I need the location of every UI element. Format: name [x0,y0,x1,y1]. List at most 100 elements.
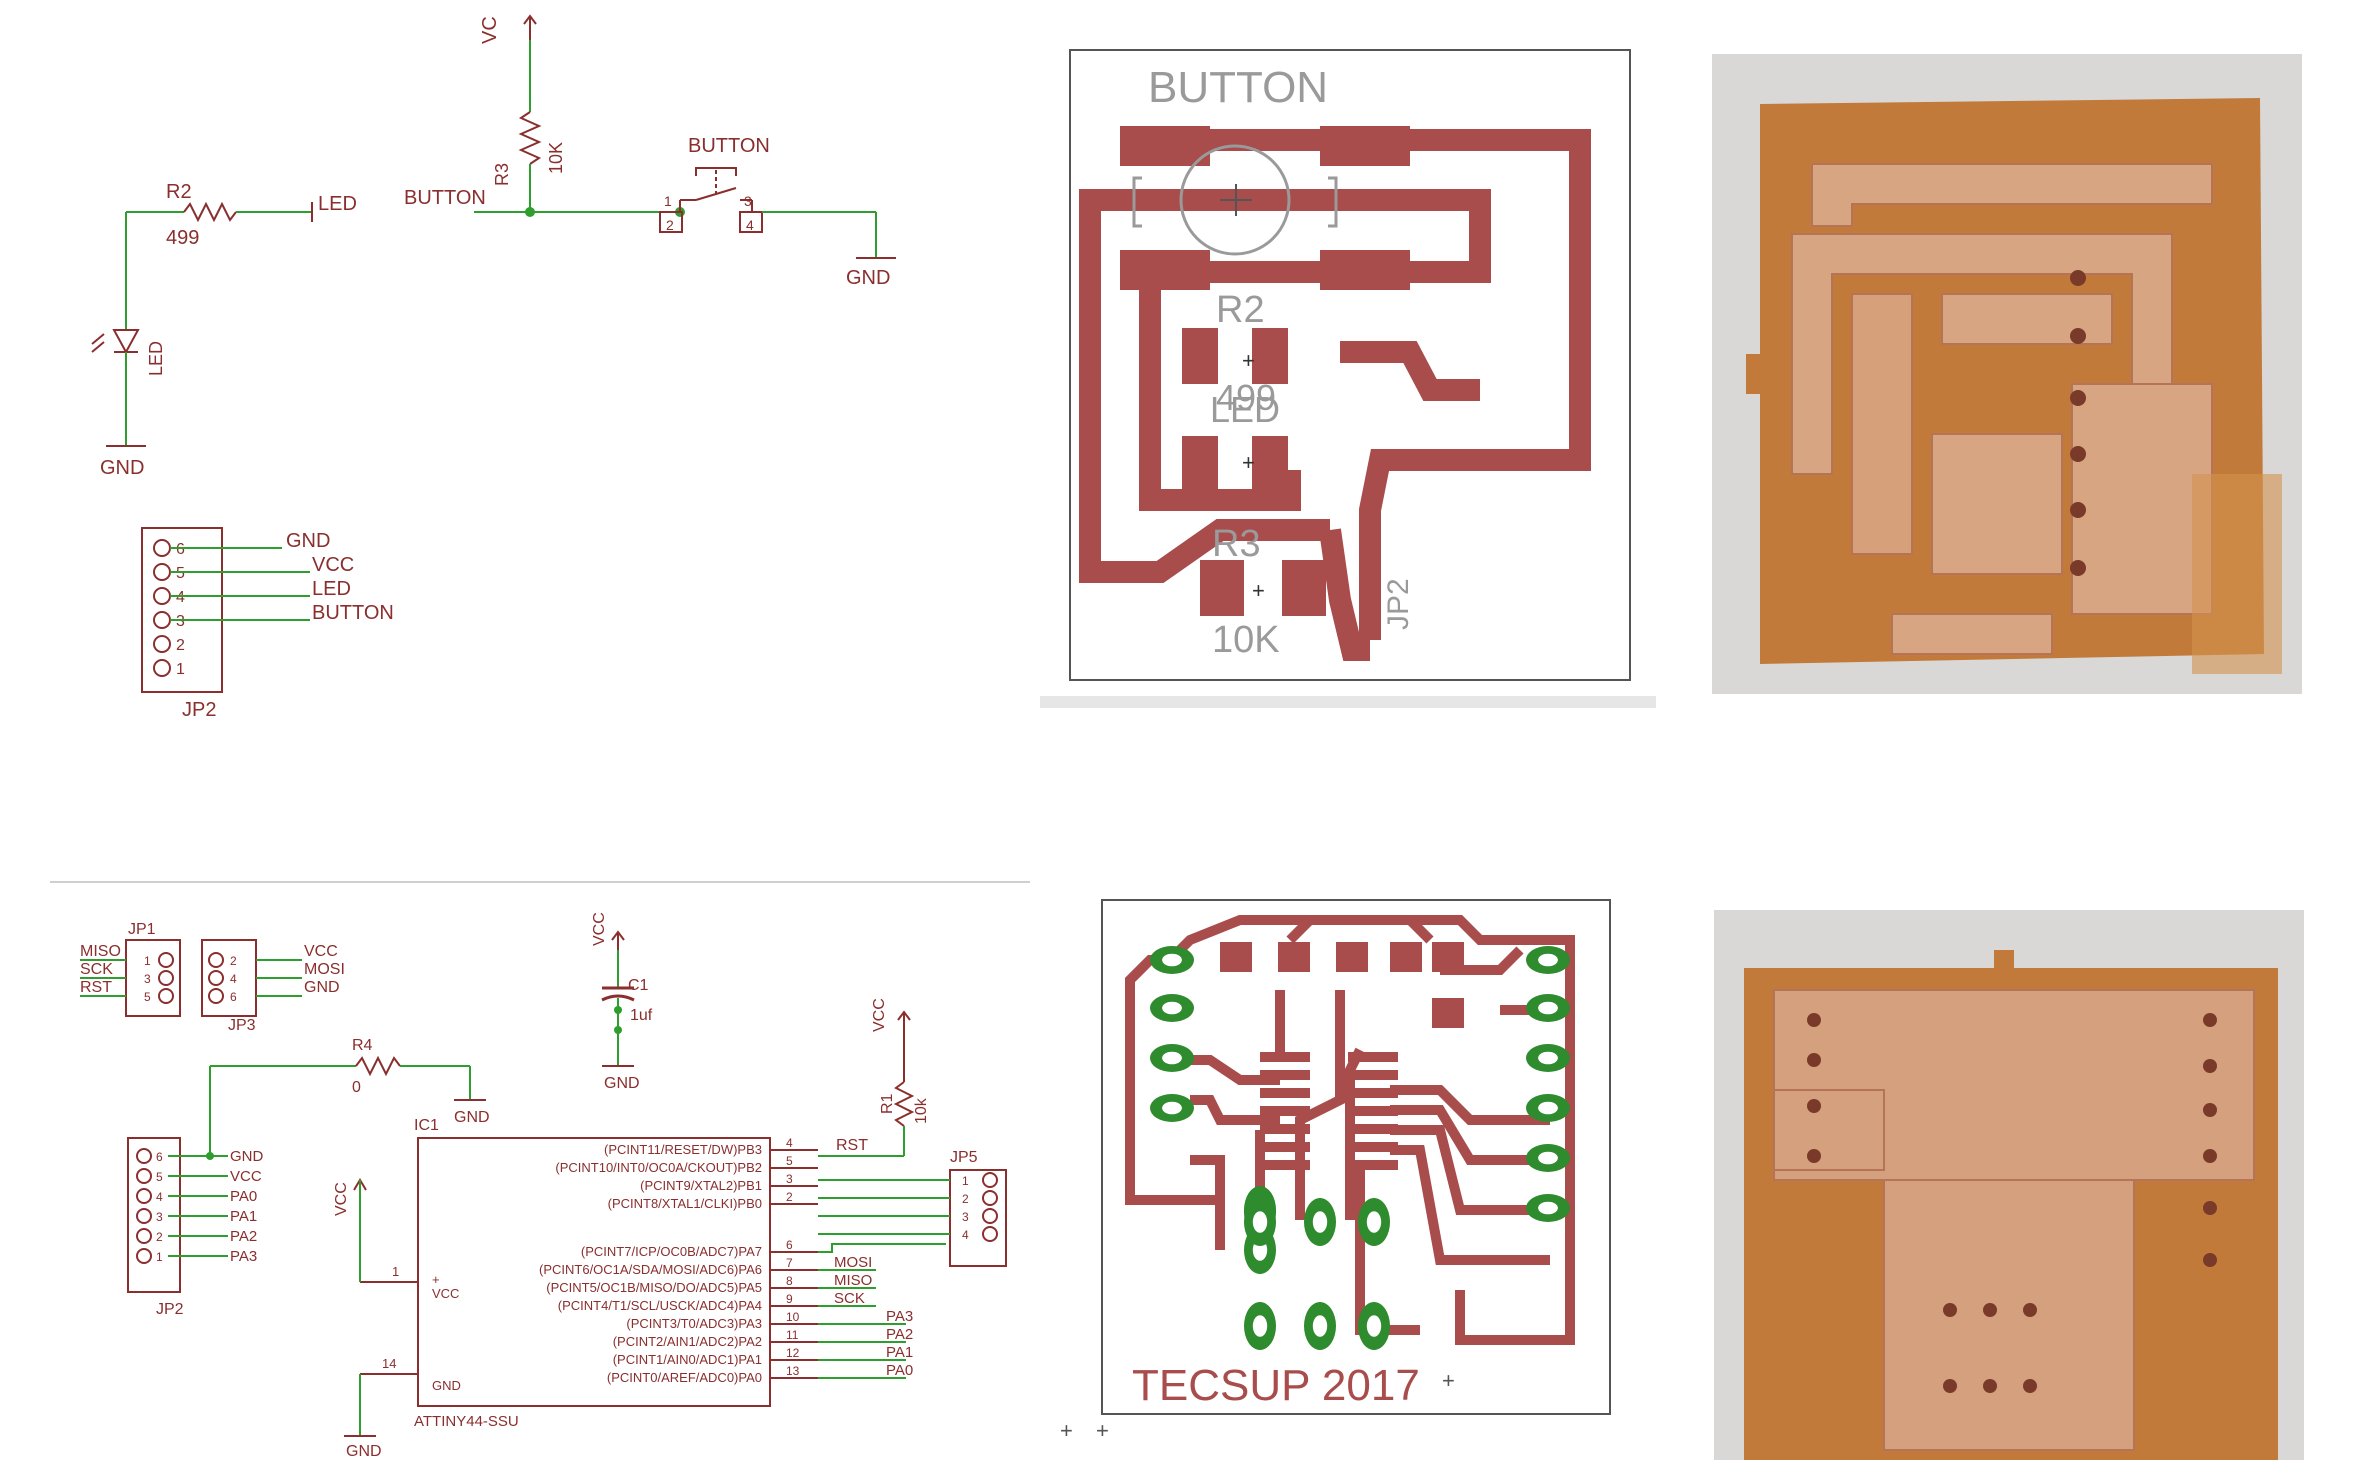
jp5-pin-number: 3 [962,1210,969,1224]
gnd-left-label: GND [100,457,144,479]
ic1-pin-label: (PCINT4/T1/SCL/USCK/ADC4)PA4 [558,1298,762,1313]
jp2-net-gnd: GND [286,530,330,552]
jp1-net-miso: MISO [80,943,121,960]
ic1-pin-label: (PCINT7/ICP/OC0B/ADC7)PA7 [581,1244,762,1259]
ic1-vcc-pin: VCC [432,1286,459,1301]
ic1-right-net-label: PA1 [886,1344,913,1361]
button-net-label: BUTTON [404,187,486,209]
ic1-pin-label: (PCINT10/INT0/OC0A/CKOUT)PB2 [555,1160,762,1175]
ic1-pin-label: (PCINT11/RESET/DW)PB3 [604,1142,762,1157]
c1-gnd-label: GND [604,1075,640,1092]
r3-pullup: VC R3 10K [479,14,566,212]
led-part-label: LED [146,341,166,376]
bottom-jp2-pin-number: 6 [156,1150,163,1164]
bottom-jp2-pin-circle [136,1188,152,1204]
bottom-jp2-net-label: GND [230,1148,264,1165]
jp1-pin-circle [158,988,174,1004]
ic1-pin-number: 4 [786,1136,793,1150]
bottom-board-layout-panel: TECSUP 2017 + + + [1060,890,1620,1450]
r2-silk-name: R2 [1216,289,1265,331]
jp2-pin-number: 5 [176,565,185,582]
button-pin1: 1 [664,193,672,209]
jp5-pin-number: 2 [962,1192,969,1206]
rst-net-label: RST [836,1137,868,1154]
c1-name: C1 [628,977,649,994]
ic1-pin-number: 13 [786,1364,800,1378]
jp5-pin-circle [982,1226,998,1242]
ic1-pin-label: (PCINT8/XTAL1/CLKI)PB0 [608,1196,762,1211]
ic1-pin-number: 3 [786,1172,793,1186]
svg-text:+: + [1242,348,1255,373]
r3-silk-value: 10K [1212,619,1280,661]
ic1-right-net-label: PA3 [886,1308,913,1325]
ic1-pin-label: (PCINT5/OC1B/MISO/DO/ADC5)PA5 [546,1280,762,1295]
bottom-board-layout: TECSUP 2017 + + + [1060,899,1611,1443]
button-pin2: 2 [666,217,674,233]
bottom-jp2-pin-circle [136,1228,152,1244]
jp2-net-vcc: VCC [312,554,354,576]
jp2-pin-circle [153,587,171,605]
ic1-pin-label: (PCINT9/XTAL2)PB1 [640,1178,762,1193]
jp2-pin-number: 6 [176,541,185,558]
jp2-pin-circle [153,539,171,557]
ic1-pin-number: 10 [786,1310,800,1324]
ic1-right-net-label: PA0 [886,1362,913,1379]
c1-vcc-label: VCC [591,912,608,946]
ic1-right-net-label: SCK [834,1290,865,1307]
jp3-net-gnd: GND [304,979,340,996]
ic1-pin-label: (PCINT0/AREF/ADC0)PA0 [607,1370,762,1385]
ic-gnd-label: GND [346,1443,382,1460]
c1-value: 1uf [630,1007,653,1024]
jp1-pin-number: 5 [144,990,151,1004]
bottom-jp2-pin-circle [136,1248,152,1264]
ic1-pin-number: 8 [786,1274,793,1288]
jp2-pin-number: 4 [176,589,185,606]
jp2-pin-circle [153,659,171,677]
bottom-schematic-diagram: 135 JP1 MISO SCK RST 246 JP3 VCC MOSI GN… [50,881,1030,1460]
r4-value: 0 [352,1079,361,1096]
jp3-pin-circle [208,952,224,968]
top-pcb-photo [1712,54,2302,694]
bottom-jp2-pin-circle [136,1148,152,1164]
ic1-pin-number: 5 [786,1154,793,1168]
svg-text:+: + [432,1272,440,1287]
bottom-jp2-pin-number: 1 [156,1250,163,1264]
jp1-net-sck: SCK [80,961,113,978]
jp1-pin-circle [158,970,174,986]
bottom-jp2-pin-number: 3 [156,1210,163,1224]
r3-value: 10K [546,142,566,174]
jp2-net-led: LED [312,578,351,600]
ic1-pin-label: (PCINT1/AIN0/ADC1)PA1 [613,1352,762,1367]
ic1-gnd-pin: GND [432,1378,461,1393]
jp2-name: JP2 [182,699,216,720]
svg-text:+: + [1442,1368,1455,1393]
jp1-name: JP1 [128,921,156,938]
jp5-pin-number: 1 [962,1174,969,1188]
bottom-jp2-net-label: PA0 [230,1188,257,1205]
r4-gnd-label: GND [454,1109,490,1126]
ic1-right-net-label: MISO [834,1272,872,1289]
top-board-layout: BUTTON R2 499 LED + + R3 10K + JP2 [1040,49,1987,708]
button-switch: 1 2 3 4 BUTTON [659,135,770,233]
button-pin4: 4 [746,217,754,233]
bottom-jp2-net-label: PA3 [230,1248,257,1265]
ic1-pin-number: 9 [786,1292,793,1306]
jp5-pin-circle [982,1172,998,1188]
r2-led-branch: R2 499 LED LED GND [91,181,357,479]
ic1-right-net-label: MOSI [834,1254,872,1271]
vcc-label: VC [479,16,501,44]
ic1-name: IC1 [414,1117,439,1134]
r2-silk-value: 499 [1216,377,1276,418]
jp3-net-vcc: VCC [304,943,338,960]
button-pin3: 3 [744,193,752,209]
jp3-pin-circle [208,988,224,1004]
jp2-pin-circle [153,635,171,653]
r3-silk-name: R3 [1212,523,1261,565]
bottom-pcb-photo [1714,910,2304,1460]
bottom-jp2-pin-number: 4 [156,1190,163,1204]
svg-text:+: + [1252,578,1265,603]
bottom-jp2-pin-number: 5 [156,1170,163,1184]
r3-name: R3 [492,163,512,186]
ic1-pin-label: (PCINT2/AIN1/ADC2)PA2 [613,1334,762,1349]
jp1-pin-number: 1 [144,954,151,968]
